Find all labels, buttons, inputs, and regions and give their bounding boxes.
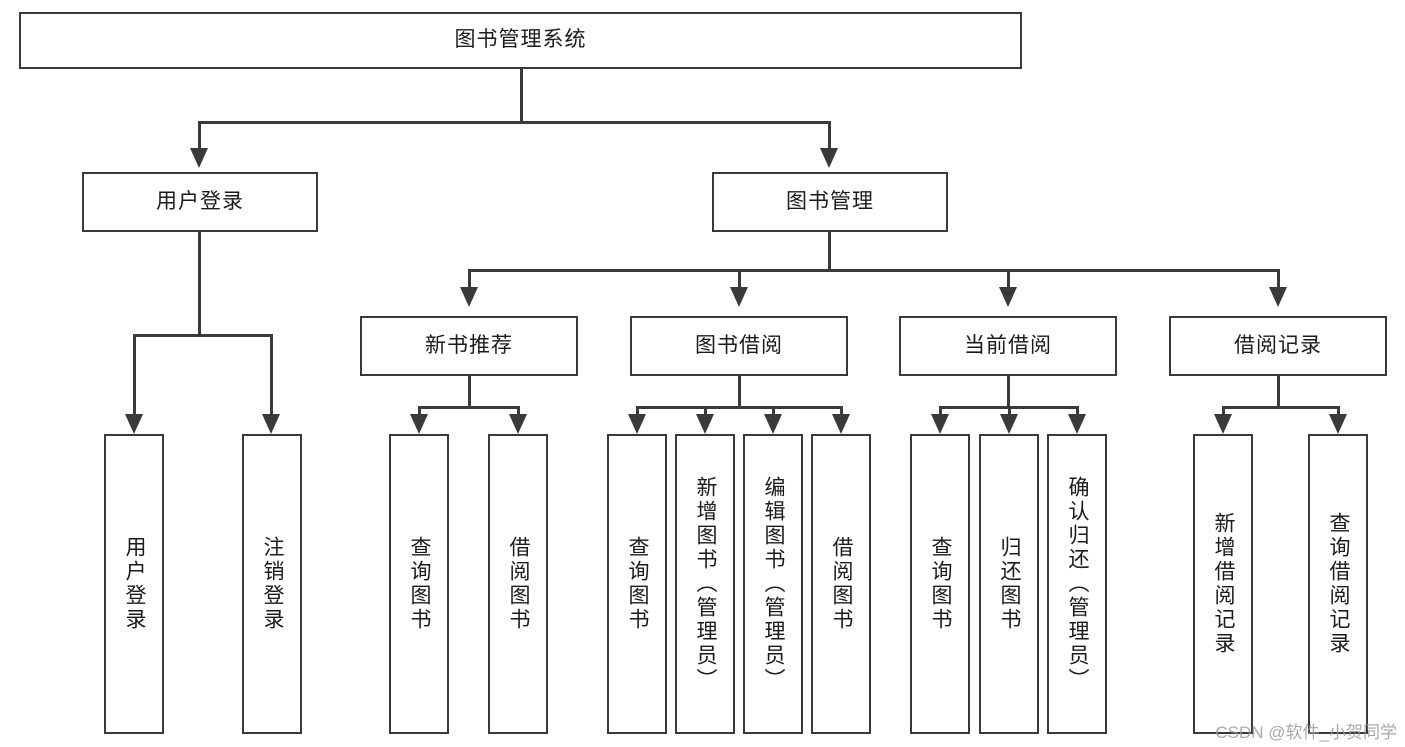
arrowhead-query-book-2 [628,414,646,434]
arrowhead-borrow-book-1 [509,414,527,434]
connector-root-stem [520,69,523,121]
node-label: 注销登录 [261,536,285,632]
arrowhead-add-book [696,414,714,434]
arrowhead-query-book-1 [410,414,428,434]
node-label: 新书推荐 [425,333,513,357]
connector-level3-bus [468,269,1280,272]
node-label: 查询图书 [929,536,953,632]
leaf-node-edit-book[interactable]: 编辑图书（管理员） [743,434,803,734]
arrowhead-return-book [1000,414,1018,434]
connector-drop-borrow-record [1277,269,1280,289]
node-label: 图书管理 [786,189,874,213]
node-label: 借阅图书 [507,536,531,632]
connector-drop-edit-book [772,406,775,420]
node-user-login[interactable]: 用户登录 [82,172,318,232]
arrowhead-add-record [1214,414,1232,434]
arrowhead-user-login [190,148,208,168]
arrowhead-borrow-book-2 [832,414,850,434]
arrowhead-new-book-rec [460,287,478,307]
node-book-management[interactable]: 图书管理 [712,172,948,232]
connector-current-borrow-stem [1007,376,1010,408]
leaf-node-query-record[interactable]: 查询借阅记录 [1308,434,1368,734]
node-label: 确认归还（管理员） [1066,476,1090,692]
leaf-node-return-book[interactable]: 归还图书 [979,434,1039,734]
connector-drop-leaf-user-login [133,334,136,417]
node-book-borrow[interactable]: 图书借阅 [630,316,848,376]
node-borrow-record[interactable]: 借阅记录 [1169,316,1387,376]
node-current-borrow[interactable]: 当前借阅 [899,316,1117,376]
connector-book-manage-stem [828,232,831,271]
node-label: 查询图书 [408,536,432,632]
leaf-node-confirm-return[interactable]: 确认归还（管理员） [1047,434,1107,734]
node-label: 查询借阅记录 [1327,512,1351,656]
arrowhead-confirm-return [1068,414,1086,434]
node-label: 新增借阅记录 [1212,512,1236,656]
node-label: 当前借阅 [964,333,1052,357]
leaf-node-logout[interactable]: 注销登录 [242,434,302,734]
connector-drop-book-manage [828,121,831,151]
connector-drop-book-borrow [738,269,741,289]
connector-new-book-rec-bus [418,406,520,409]
connector-drop-borrow-book-2 [840,406,843,420]
node-label: 图书管理系统 [454,28,587,52]
node-new-book-recommendation[interactable]: 新书推荐 [360,316,578,376]
connector-drop-confirm-return [1076,406,1079,420]
connector-drop-new-book-rec [468,269,471,289]
node-label: 归还图书 [998,536,1022,632]
connector-user-login-bus [133,334,273,337]
connector-new-book-rec-stem [468,376,471,408]
node-label: 用户登录 [123,536,147,632]
connector-book-borrow-bus [636,406,842,409]
arrowhead-borrow-record [1269,287,1287,307]
node-label: 借阅图书 [830,536,854,632]
node-label: 用户登录 [156,189,244,213]
connector-drop-query-record [1337,406,1340,420]
connector-level2-bus [198,121,831,124]
connector-drop-borrow-book-1 [517,406,520,420]
connector-drop-query-book-2 [636,406,639,420]
leaf-node-borrow-book-1[interactable]: 借阅图书 [488,434,548,734]
arrowhead-leaf-logout [262,414,280,434]
leaf-node-query-book-1[interactable]: 查询图书 [389,434,449,734]
node-label: 新增图书（管理员） [694,476,718,692]
arrowhead-leaf-user-login [125,414,143,434]
leaf-node-query-book-3[interactable]: 查询图书 [910,434,970,734]
leaf-node-add-record[interactable]: 新增借阅记录 [1193,434,1253,734]
leaf-node-user-login[interactable]: 用户登录 [104,434,164,734]
connector-book-borrow-stem [738,376,741,408]
arrowhead-query-record [1329,414,1347,434]
node-label: 图书借阅 [695,333,783,357]
connector-drop-current-borrow [1007,269,1010,289]
arrowhead-query-book-3 [931,414,949,434]
node-label: 编辑图书（管理员） [762,476,786,692]
connector-drop-add-book [704,406,707,420]
leaf-node-query-book-2[interactable]: 查询图书 [607,434,667,734]
arrowhead-current-borrow [999,287,1017,307]
connector-borrow-record-bus [1222,406,1340,409]
node-label: 查询图书 [626,536,650,632]
node-root-book-management-system[interactable]: 图书管理系统 [19,12,1022,69]
connector-drop-query-book-3 [939,406,942,420]
leaf-node-borrow-book-2[interactable]: 借阅图书 [811,434,871,734]
arrowhead-edit-book [764,414,782,434]
connector-drop-leaf-logout [270,334,273,417]
arrowhead-book-borrow [730,287,748,307]
leaf-node-add-book[interactable]: 新增图书（管理员） [675,434,735,734]
connector-borrow-record-stem [1277,376,1280,408]
connector-drop-return-book [1008,406,1011,420]
connector-user-login-stem [198,232,201,335]
connector-drop-query-book-1 [418,406,421,420]
node-label: 借阅记录 [1234,333,1322,357]
connector-drop-add-record [1222,406,1225,420]
arrowhead-book-manage [820,148,838,168]
connector-drop-user-login [198,121,201,151]
